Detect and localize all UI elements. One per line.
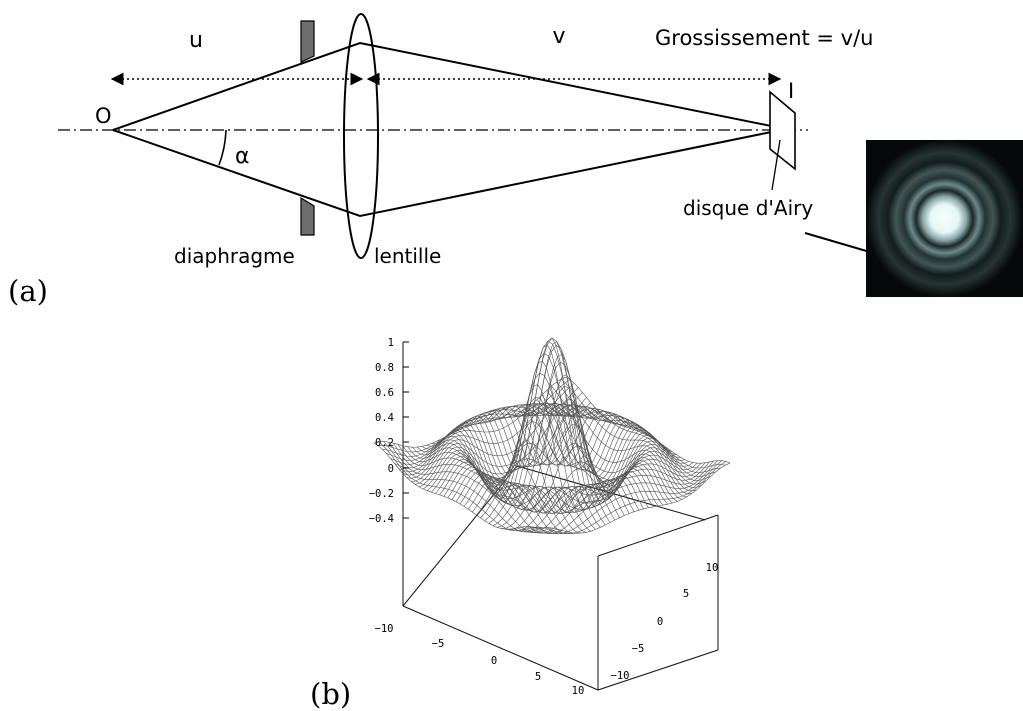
label-v: v bbox=[552, 24, 565, 49]
mesh-line bbox=[556, 381, 721, 473]
aperture-label: diaphragme bbox=[174, 244, 295, 268]
z-tick-label: −0.2 bbox=[369, 488, 394, 500]
mesh-line bbox=[532, 403, 697, 492]
y-tick-label: 5 bbox=[683, 588, 689, 600]
mesh-line bbox=[484, 437, 677, 522]
x-tick-label: 10 bbox=[572, 685, 585, 697]
x-tick-label: −10 bbox=[375, 623, 394, 635]
z-tick-label: 0 bbox=[388, 463, 394, 475]
airy-disk-label: disque d'Airy bbox=[683, 196, 813, 220]
mesh-line bbox=[561, 378, 726, 469]
y-tick-label: 0 bbox=[657, 616, 663, 628]
mesh-line bbox=[537, 462, 731, 534]
aperture-upper-blade bbox=[300, 20, 315, 63]
mesh-line bbox=[525, 460, 718, 534]
mesh-line bbox=[480, 434, 673, 519]
mesh-line bbox=[503, 404, 668, 505]
panel-a-optics-diagram: u v Grossissement = v/u O I α diaphragme… bbox=[8, 13, 1023, 308]
z-axis: 1 0.8 0.6 0.4 0.2 0 −0.2 −0.4 bbox=[369, 337, 409, 525]
plot-box bbox=[402, 342, 719, 691]
z-tick-label: −0.4 bbox=[369, 513, 394, 525]
label-u: u bbox=[189, 28, 203, 53]
image-plane bbox=[769, 90, 796, 171]
x-axis: −10 −5 0 5 10 bbox=[375, 623, 585, 697]
mesh-line bbox=[476, 431, 669, 516]
lens bbox=[343, 13, 379, 259]
mesh-line bbox=[529, 460, 722, 535]
aperture-lower-blade bbox=[300, 196, 315, 236]
mesh-line bbox=[455, 337, 649, 505]
y-axis: 10 5 0 −5 −10 bbox=[611, 562, 719, 682]
mesh-line bbox=[505, 454, 698, 531]
upper-ray bbox=[112, 41, 782, 131]
z-tick-label: 0.8 bbox=[375, 362, 394, 374]
mesh-line bbox=[468, 385, 661, 510]
x-tick-label: 5 bbox=[535, 671, 541, 683]
mesh-line bbox=[565, 376, 731, 464]
y-tick-label: 10 bbox=[706, 562, 719, 574]
angle-arc bbox=[218, 129, 227, 166]
x-tick-label: −5 bbox=[432, 638, 445, 650]
image-label: I bbox=[788, 79, 794, 103]
mesh-line bbox=[501, 450, 694, 529]
mesh-line bbox=[472, 413, 665, 513]
mesh-line bbox=[533, 461, 727, 535]
mesh-line bbox=[463, 361, 657, 509]
magnification-label: Grossissement = v/u bbox=[655, 26, 874, 50]
z-tick-label: 0.4 bbox=[375, 412, 394, 424]
lens-label: lentille bbox=[374, 244, 441, 268]
mesh-line bbox=[498, 404, 664, 506]
z-tick-label: 1 bbox=[388, 337, 394, 349]
mesh-line bbox=[527, 403, 692, 495]
panel-b-3d-plot: 1 0.8 0.6 0.4 0.2 0 −0.2 −0.4 −10 −5 0 5… bbox=[310, 337, 731, 711]
object-label: O bbox=[95, 104, 112, 128]
mesh-line bbox=[517, 402, 683, 500]
mesh-line bbox=[431, 429, 596, 530]
z-tick-label: 0.6 bbox=[375, 387, 394, 399]
mesh-line bbox=[513, 462, 706, 533]
mesh-line bbox=[522, 403, 687, 498]
mesh-line bbox=[513, 403, 678, 502]
mesh-line bbox=[551, 385, 716, 477]
angle-label: α bbox=[235, 144, 250, 169]
x-tick-label: 0 bbox=[491, 655, 497, 667]
mesh-line bbox=[459, 344, 653, 507]
airy-disk-image bbox=[866, 140, 1023, 297]
y-tick-label: −10 bbox=[611, 670, 630, 682]
sinc-mesh-surface bbox=[373, 337, 731, 535]
mesh-line bbox=[474, 341, 640, 511]
z-tick-label: 0.2 bbox=[375, 437, 394, 449]
panel-a-label: (a) bbox=[8, 274, 48, 308]
mesh-line bbox=[496, 447, 690, 528]
lower-ray bbox=[112, 129, 782, 218]
panel-b-label: (b) bbox=[310, 677, 351, 711]
y-tick-label: −5 bbox=[632, 643, 645, 655]
mesh-line bbox=[536, 399, 702, 488]
airy-pointer-line bbox=[771, 139, 781, 191]
mesh-line bbox=[517, 461, 710, 533]
